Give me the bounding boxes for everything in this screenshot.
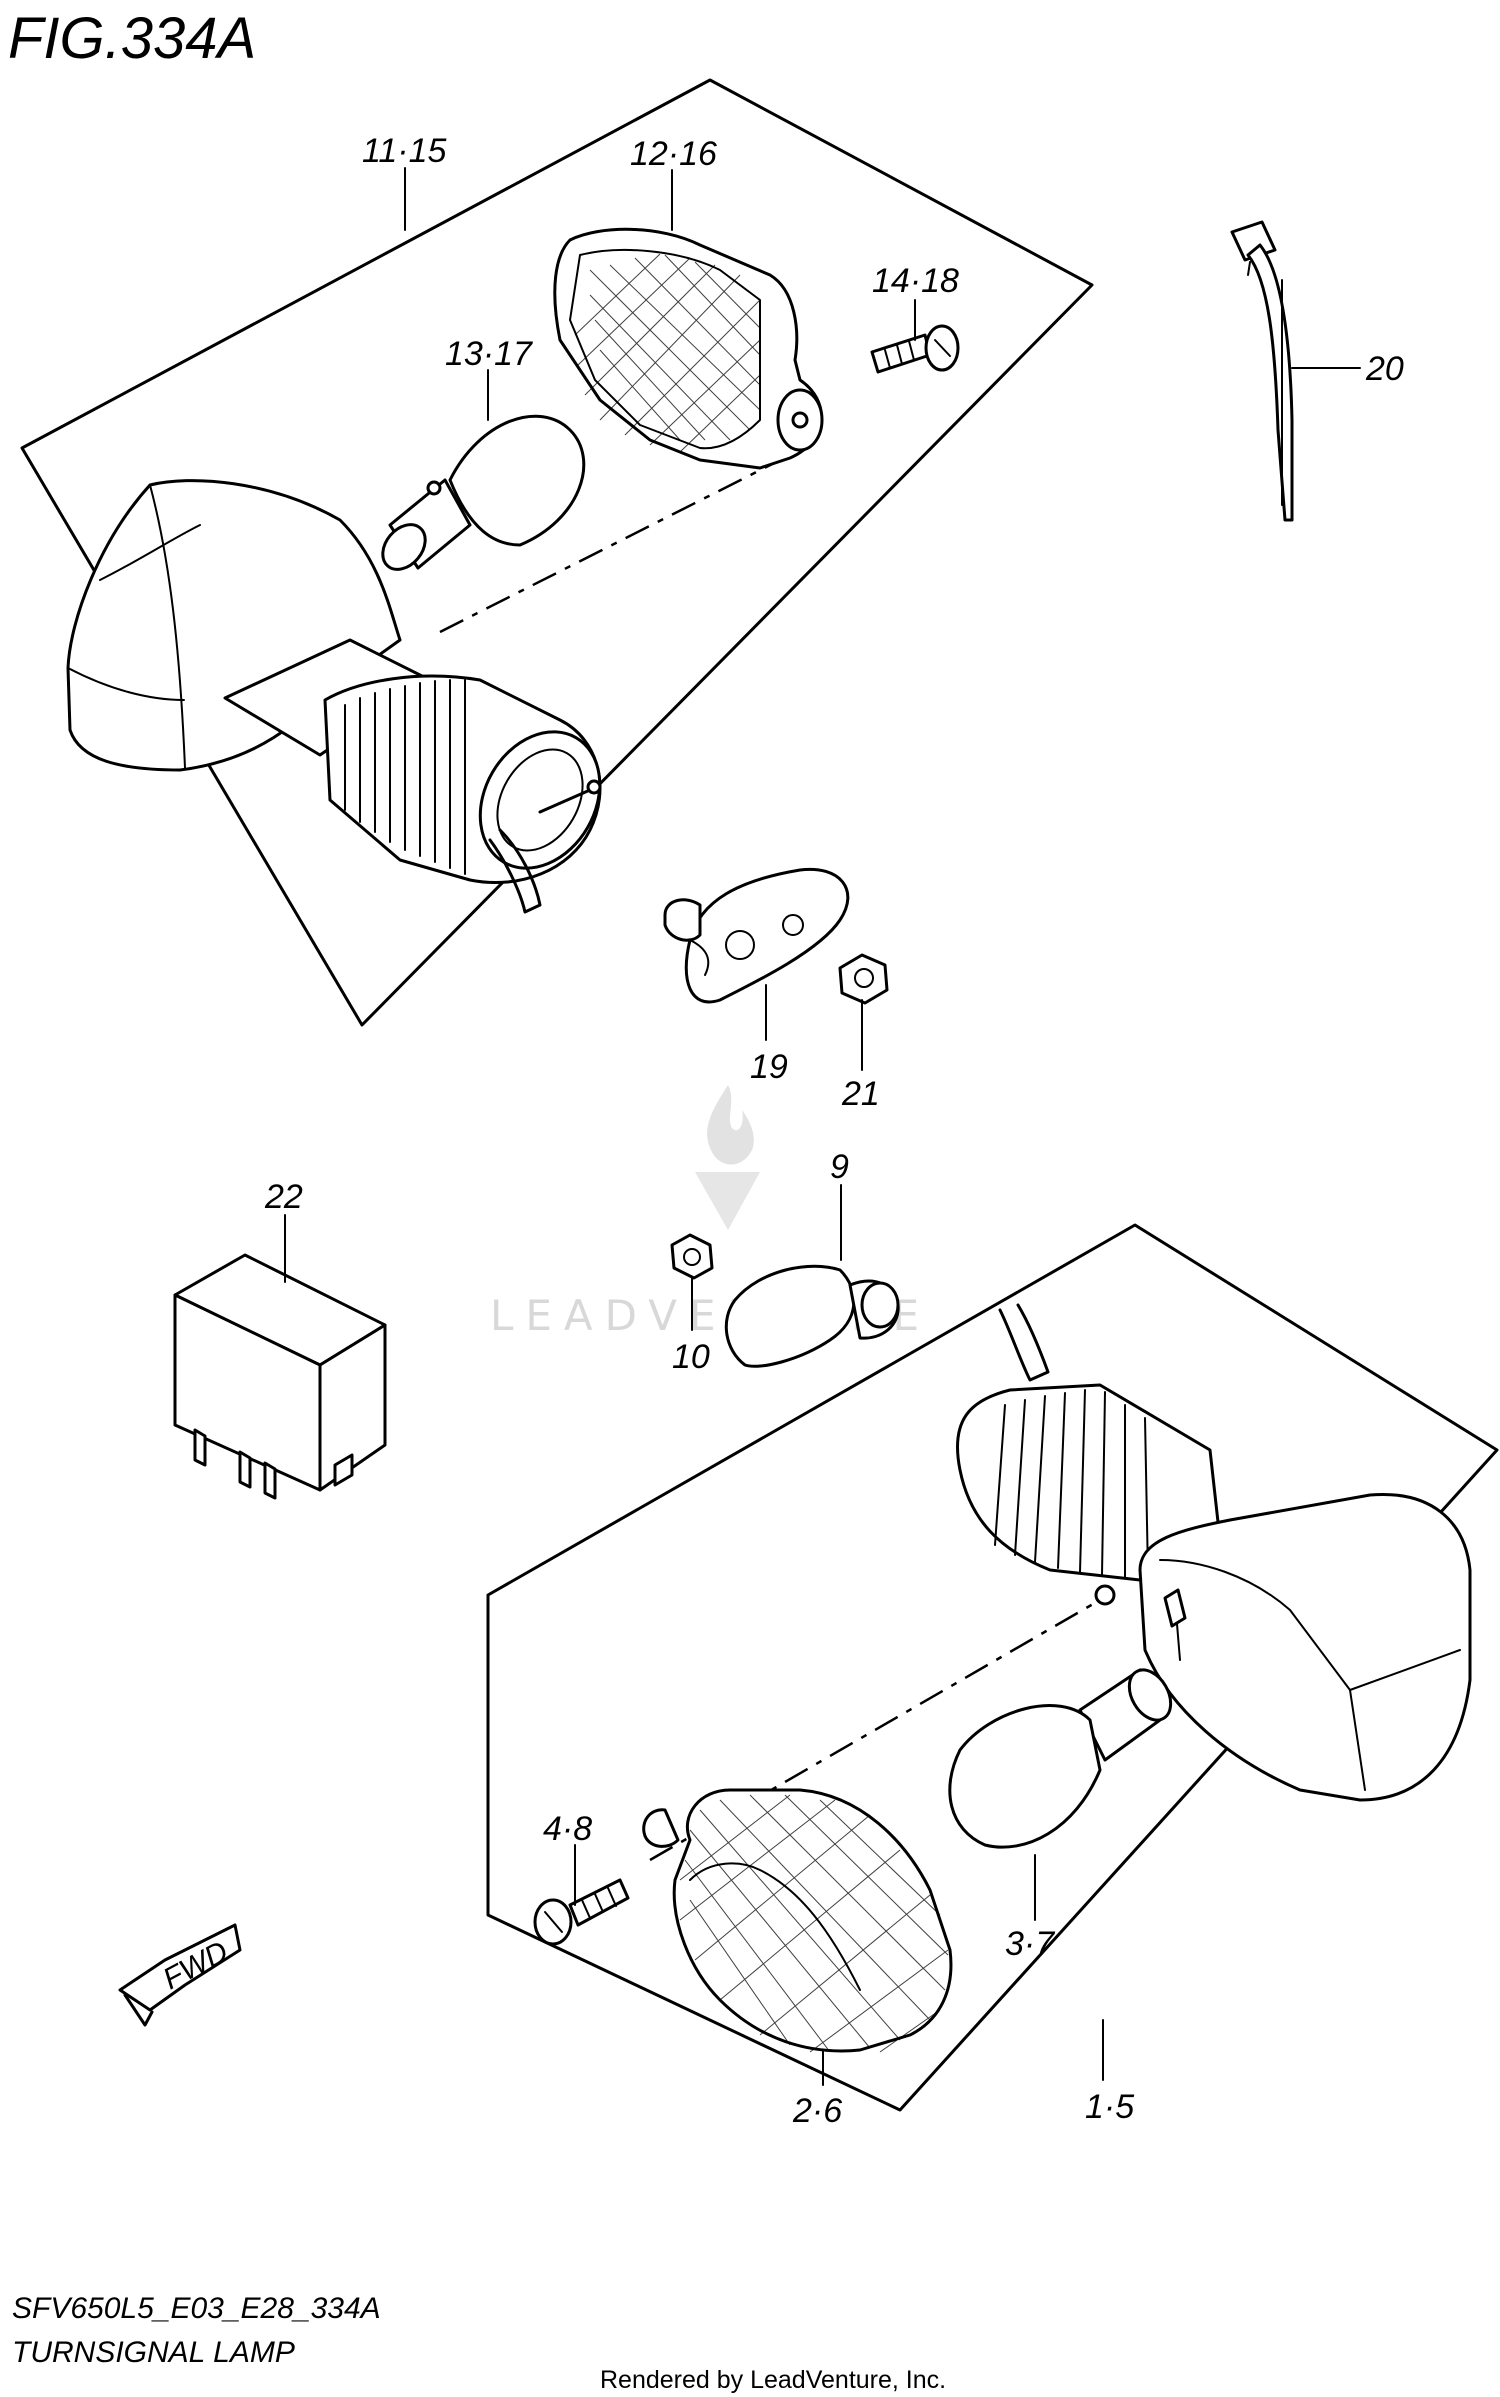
figure-title: FIG.334A [8,6,256,71]
rear-lens-screw [533,1878,630,1946]
turnsignal-relay [173,1253,387,1500]
label-21: 21 [841,1075,880,1113]
label-1-5: 1·5 [1085,2088,1134,2126]
label-11-15: 11·15 [362,132,447,170]
label-22: 22 [264,1178,303,1216]
label-12-16: 12·16 [630,135,717,173]
label-3-7: 3·7 [1005,1925,1055,1963]
rear-bulb [948,1668,1173,1849]
cable-tie [1230,220,1294,522]
front-assembly-box [20,78,1094,1027]
mounting-nut [838,953,889,1005]
rendered-by: Rendered by LeadVenture, Inc. [600,2366,946,2394]
section-name: TURNSIGNAL LAMP [12,2336,295,2369]
rear-turnsignal-housing [955,1303,1472,1802]
rear-mounting-nut [670,1233,714,1280]
front-bulb [381,414,586,571]
rear-assembly-box [486,1223,1499,2112]
mounting-spacer [663,867,850,1004]
label-2-6: 2·6 [792,2092,842,2130]
label-10: 10 [672,1338,710,1376]
model-code: SFV650L5_E03_E28_334A [12,2292,381,2325]
label-9: 9 [830,1148,849,1186]
front-lens-screw [870,324,960,374]
rear-lens [642,1788,953,2053]
label-20: 20 [1365,350,1404,388]
rear-mounting-spacer [724,1264,900,1368]
front-turnsignal-housing [66,479,602,914]
label-13-17: 13·17 [445,335,533,373]
front-lens [553,227,824,470]
rear-assembly-axis-line [649,1598,1101,1862]
label-4-8: 4·8 [543,1810,592,1848]
fwd-direction-badge: FWD [118,1923,242,2027]
assembly-axis-line [439,453,791,634]
label-19: 19 [750,1048,788,1086]
label-14-18: 14·18 [872,262,959,300]
